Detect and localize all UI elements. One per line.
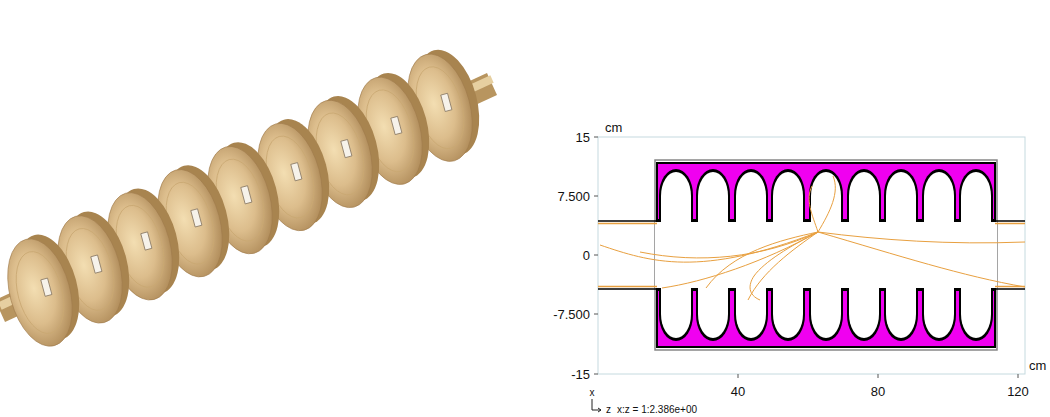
axis-tick-label: -15 bbox=[571, 368, 590, 381]
cell-highlight bbox=[391, 116, 402, 134]
pipe-wall bbox=[598, 286, 657, 288]
trajectory bbox=[818, 232, 1025, 287]
trajectory bbox=[640, 232, 818, 258]
cavity-wall bbox=[657, 163, 995, 347]
pipe-wall bbox=[995, 223, 1025, 225]
tick bbox=[594, 255, 598, 256]
pipe-wall bbox=[995, 220, 1025, 222]
axis-tick-label: 80 bbox=[871, 385, 885, 398]
trajectory bbox=[748, 232, 818, 300]
cell bbox=[698, 172, 728, 338]
tick bbox=[878, 374, 879, 378]
cell-highlight bbox=[241, 186, 252, 204]
cell-highlight bbox=[141, 232, 152, 250]
tick bbox=[594, 196, 598, 197]
cell-highlight bbox=[291, 163, 302, 181]
axis-tick-label: 15 bbox=[576, 131, 590, 144]
pipe-wall bbox=[598, 288, 657, 290]
cell bbox=[849, 172, 879, 338]
cell-face bbox=[0, 232, 83, 354]
axis-glyph-head bbox=[598, 408, 601, 412]
cell-interiors bbox=[655, 172, 997, 338]
electron-trajectories bbox=[600, 176, 1025, 300]
aspect-note: x:z = 1:2.386e+00 bbox=[617, 405, 697, 415]
axis-unit: cm bbox=[1029, 359, 1046, 372]
cell-highlight bbox=[91, 255, 102, 273]
cell bbox=[661, 172, 691, 338]
pipe-wall bbox=[598, 220, 657, 222]
pipe-wall bbox=[995, 288, 1025, 290]
cell-highlight bbox=[441, 93, 452, 111]
cell-highlight bbox=[191, 209, 202, 227]
pipe-wall bbox=[598, 223, 657, 225]
tick bbox=[594, 137, 598, 138]
cavity-outer-border bbox=[655, 160, 997, 350]
cell bbox=[961, 172, 991, 338]
cavity-rendering bbox=[0, 43, 492, 354]
axis-tick-label: 7.500 bbox=[557, 190, 590, 203]
axis-ticks bbox=[594, 137, 1018, 378]
tick bbox=[738, 374, 739, 378]
cell-outline bbox=[884, 169, 918, 341]
axis-tick-label: 40 bbox=[731, 385, 745, 398]
cell-facet bbox=[8, 246, 72, 339]
cell-outline bbox=[809, 169, 843, 341]
cavity-cells bbox=[0, 43, 491, 354]
tick bbox=[594, 314, 598, 315]
cell bbox=[924, 172, 954, 338]
axis-tick-label: 120 bbox=[1007, 385, 1029, 398]
cross-section-plot bbox=[592, 137, 1025, 412]
cell-outlines bbox=[657, 169, 995, 341]
axis-name: x bbox=[590, 388, 595, 398]
cell bbox=[811, 172, 841, 338]
axis-tick-label: -7.500 bbox=[553, 308, 590, 321]
beam-pipe-lines bbox=[598, 221, 1025, 289]
cavity-cell bbox=[0, 228, 91, 354]
cell-outline bbox=[922, 169, 956, 341]
cell-outline bbox=[659, 169, 693, 341]
plot-frame bbox=[598, 137, 1025, 374]
cell-outline bbox=[771, 169, 805, 341]
axis-tick-label: 0 bbox=[583, 249, 590, 262]
tick bbox=[594, 374, 598, 375]
trajectory bbox=[600, 232, 818, 262]
cell-outline bbox=[696, 169, 730, 341]
cell bbox=[886, 172, 916, 338]
trajectory bbox=[662, 232, 818, 288]
axis-unit: cm bbox=[605, 121, 622, 134]
cell-outline bbox=[847, 169, 881, 341]
trajectory bbox=[818, 176, 835, 232]
axis-glyph bbox=[592, 399, 601, 412]
cell-highlight bbox=[341, 139, 352, 157]
tick bbox=[1018, 374, 1019, 378]
axis-glyph-x bbox=[592, 399, 593, 410]
axis-name: z bbox=[606, 405, 611, 415]
trajectory bbox=[818, 232, 1025, 243]
cell-highlight bbox=[41, 278, 52, 296]
trajectory bbox=[750, 232, 818, 300]
trajectory bbox=[809, 186, 818, 232]
cell-outline bbox=[959, 169, 993, 341]
